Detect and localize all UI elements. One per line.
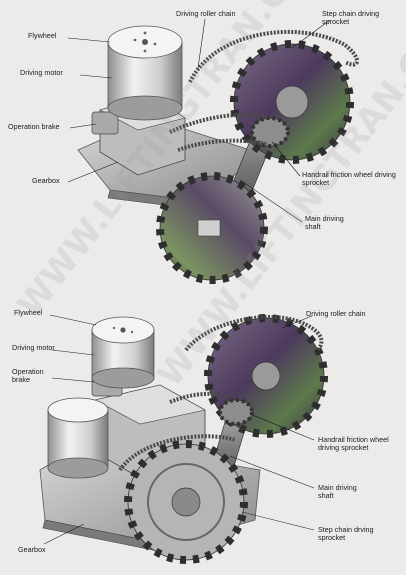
bottom-label-main-shaft: Main driving shaft <box>318 483 357 501</box>
top-driving-roller-chain <box>188 29 359 83</box>
top-label-flywheel: Flywheel <box>28 31 57 40</box>
top-label-main-shaft: Main driving shaft <box>305 214 344 232</box>
top-label-gearbox: Gearbox <box>32 176 60 185</box>
leader-lines <box>43 18 331 545</box>
top-step-chain-sprocket <box>230 40 354 164</box>
top-front-sprocket <box>156 172 268 284</box>
top-label-step-chain-sprocket: Step chain driving sprocket <box>322 9 380 27</box>
top-label-operation-brake: Operation brake <box>8 122 60 131</box>
bottom-label-flywheel: Flywheel <box>14 308 43 317</box>
bottom-handrail-sprocket <box>218 398 254 426</box>
bottom-label-driving-motor: Driving motor <box>12 343 55 352</box>
bottom-label-handrail-sprocket: Handrail friction wheel driving sprocket <box>318 435 389 453</box>
bottom-label-operation-brake: Operation brake <box>12 367 44 385</box>
bottom-driving-roller-chain <box>184 315 324 352</box>
bottom-step-chain-sprocket <box>124 440 248 564</box>
bottom-label-gearbox: Gearbox <box>18 545 46 554</box>
top-diagram <box>77 25 359 284</box>
top-label-handrail-sprocket: Handrail friction wheel driving sprocket <box>302 170 396 188</box>
top-label-driving-roller-chain: Driving roller chain <box>176 9 236 18</box>
top-label-driving-motor: Driving motor <box>20 68 63 77</box>
bottom-label-driving-roller-chain: Driving roller chain <box>306 309 366 318</box>
top-handrail-sprocket <box>250 116 290 148</box>
top-operation-brake <box>91 111 119 135</box>
bottom-label-step-chain-sprocket: Step chain drving sprocket <box>318 525 374 543</box>
bottom-diagram <box>39 314 328 564</box>
